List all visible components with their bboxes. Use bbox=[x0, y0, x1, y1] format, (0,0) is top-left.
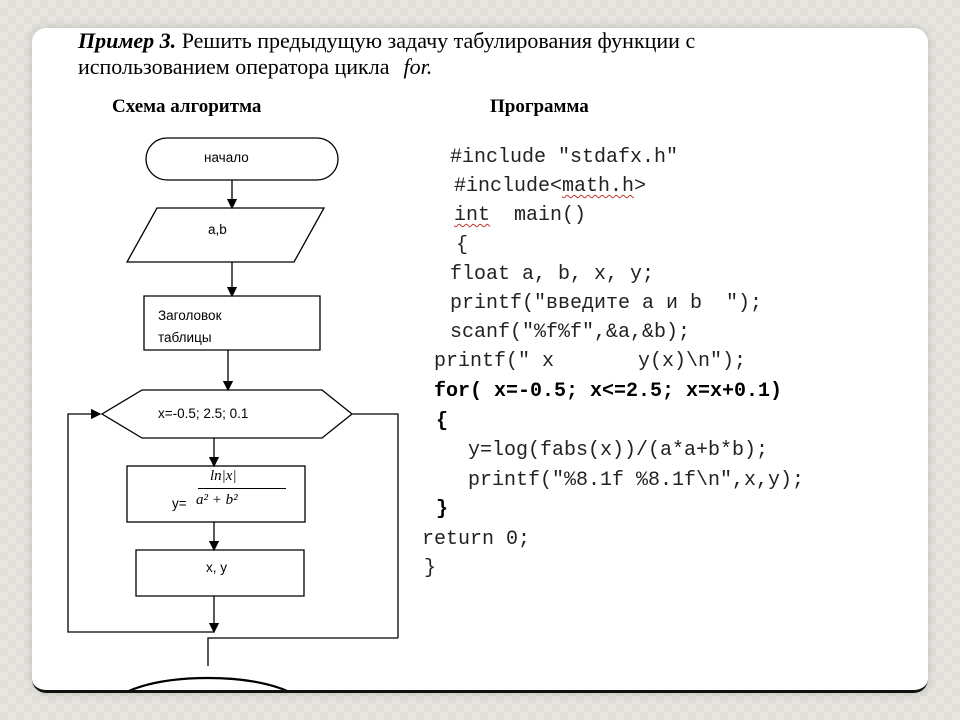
code-line-12: printf("%8.1f %8.1f\n",x,y); bbox=[468, 469, 805, 492]
code-line-13: } bbox=[436, 498, 449, 521]
flowchart bbox=[67, 137, 399, 690]
start-label: начало bbox=[204, 150, 249, 165]
code-line-6: printf("введите a и b "); bbox=[450, 292, 763, 315]
code-line-11: y=log(fabs(x))/(a*a+b*b); bbox=[468, 439, 769, 462]
heading-line2: использованием оператора цикла bbox=[78, 54, 390, 79]
code-line-14: return 0; bbox=[422, 528, 531, 551]
loop-hexagon bbox=[100, 389, 354, 439]
code-line-3: int main() bbox=[454, 204, 587, 227]
heading: Пример 3. Решить предыдущую задачу табул… bbox=[78, 28, 908, 80]
output-document bbox=[135, 549, 305, 597]
formula-denominator: a² + b² bbox=[196, 492, 238, 508]
column-title-program: Программа bbox=[490, 96, 589, 117]
code-line-1: #include "stdafx.h" bbox=[450, 146, 679, 169]
header-document bbox=[143, 295, 321, 351]
example-label: Пример 3. bbox=[78, 28, 177, 53]
formula-numerator: ln|x| bbox=[210, 468, 237, 484]
code-line-8: printf(" x y(x)\n"); bbox=[434, 350, 747, 373]
formula-process bbox=[126, 465, 306, 523]
code-line-15: } bbox=[424, 557, 437, 580]
code-line-2: #include<math.h> bbox=[454, 175, 647, 198]
heading-keyword: for. bbox=[403, 54, 433, 79]
heading-line1: Решить предыдущую задачу табулирования ф… bbox=[181, 28, 696, 53]
formula-lhs: y= bbox=[172, 496, 187, 511]
code-line-10: { bbox=[436, 410, 449, 433]
code-line-4: { bbox=[456, 234, 469, 257]
slide: Пример 3. Решить предыдущую задачу табул… bbox=[32, 28, 928, 693]
start-terminator bbox=[145, 137, 339, 181]
exit-join-line bbox=[207, 637, 398, 666]
input-label: a,b bbox=[208, 222, 227, 237]
column-title-algorithm: Схема алгоритма bbox=[112, 96, 262, 117]
header-label-line1: Заголовок bbox=[158, 308, 222, 323]
code-line-9: for( x=-0.5; x<=2.5; x=x+0.1) bbox=[434, 380, 783, 403]
loop-exit-line bbox=[352, 413, 399, 638]
code-line-5: float a, b, x, y; bbox=[450, 263, 655, 286]
code-line-7: scanf("%f%f",&a,&b); bbox=[450, 321, 691, 344]
input-parallelogram bbox=[125, 207, 326, 263]
fraction-bar bbox=[198, 488, 286, 489]
loop-back-line bbox=[67, 408, 214, 633]
header-label-line2: таблицы bbox=[158, 330, 212, 345]
output-label: x, y bbox=[206, 560, 228, 575]
end-terminator bbox=[128, 676, 288, 690]
loop-label: x=-0.5; 2.5; 0.1 bbox=[158, 406, 249, 421]
